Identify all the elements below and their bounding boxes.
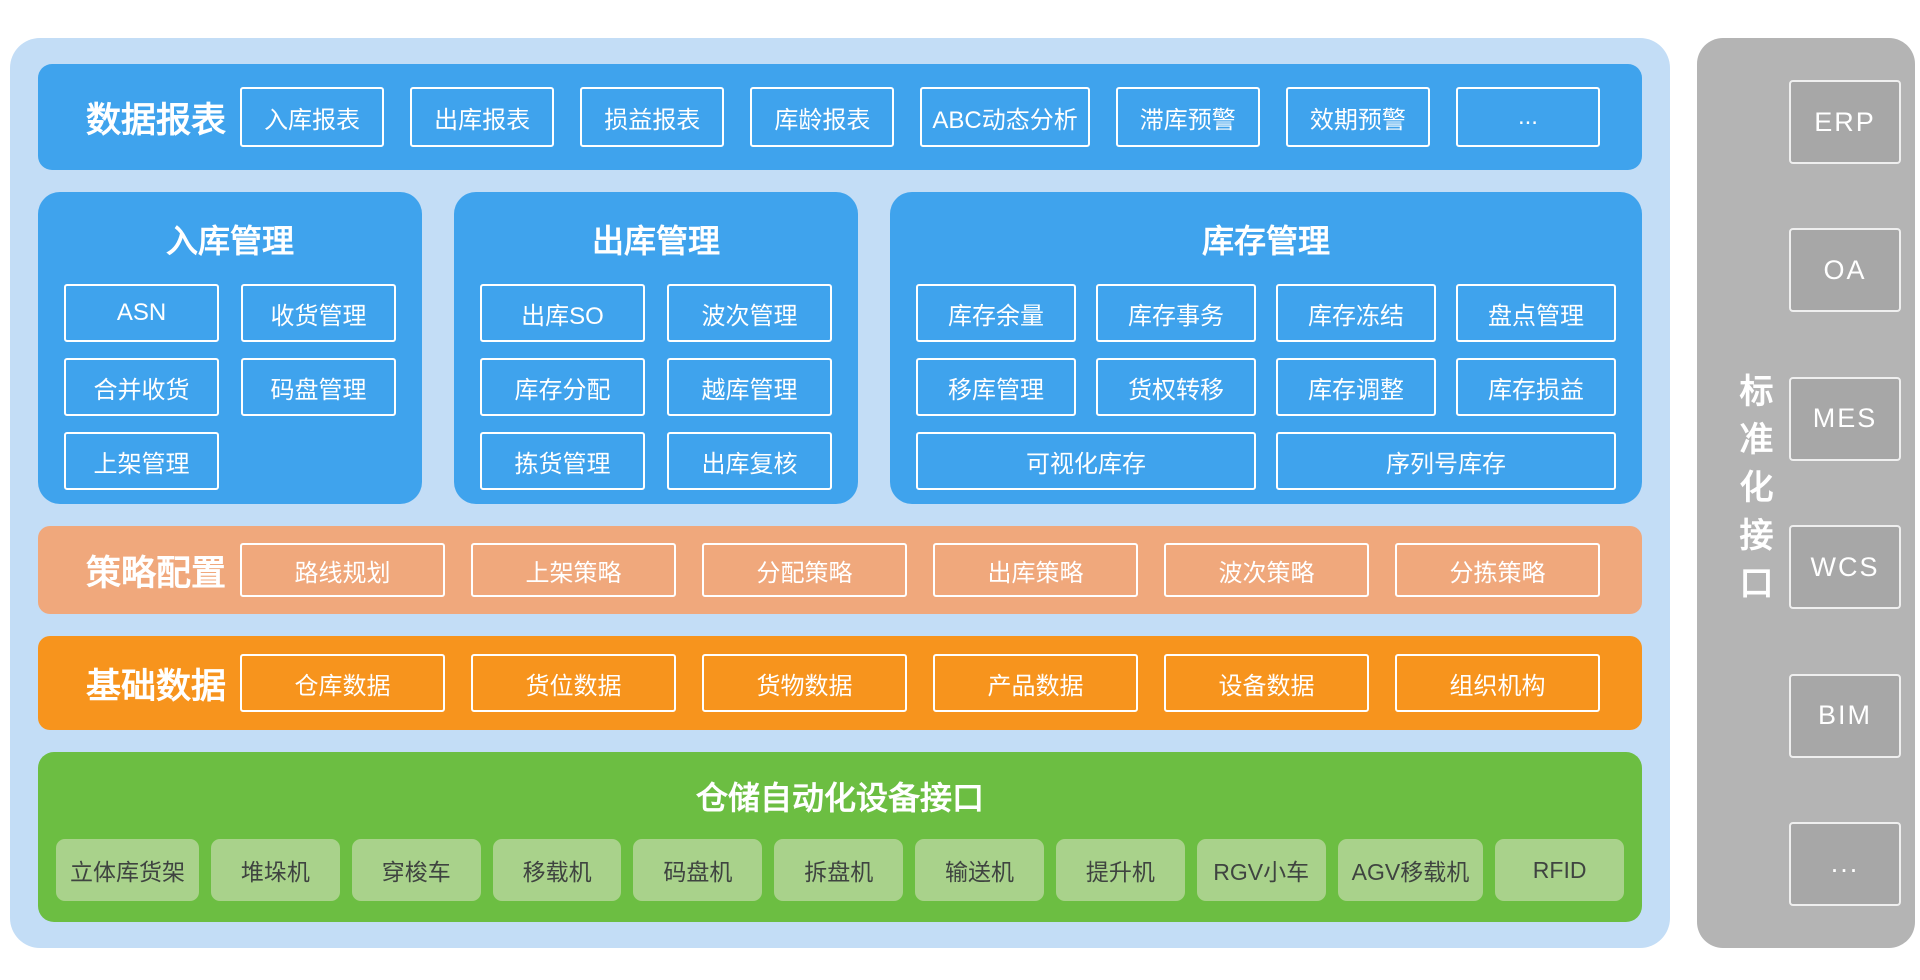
interface-system-box: BIM (1789, 673, 1901, 758)
inventory-module-chip: 移库管理 (916, 358, 1076, 416)
data-report-chip: 滞库预警 (1115, 87, 1260, 147)
data-report-chip: 出库报表 (410, 87, 555, 147)
inventory-module-chip: 库存余量 (916, 284, 1076, 342)
device-chip: 码盘机 (633, 839, 763, 901)
device-chip: 输送机 (915, 839, 1044, 901)
inventory-module-grid: 库存余量库存事务库存冻结盘点管理移库管理货权转移库存调整库存损益 (916, 284, 1616, 416)
data-report-band: 数据报表 入库报表出库报表损益报表库龄报表 ABC动态分析滞库预警效期预警... (38, 64, 1642, 170)
strategy-chip: 上架策略 (471, 543, 677, 597)
inbound-module-chip: ASN (64, 284, 219, 342)
interface-system-box: WCS (1789, 525, 1901, 610)
strategy-chip: 路线规划 (240, 543, 446, 597)
base-data-chip: 仓库数据 (240, 654, 446, 712)
inventory-module-chip: 库存损益 (1456, 358, 1616, 416)
inventory-wide-chip: 可视化库存 (916, 432, 1256, 490)
data-report-chip: 库龄报表 (750, 87, 895, 147)
inbound-module-chip: 码盘管理 (241, 358, 396, 416)
strategy-chip: 波次策略 (1164, 543, 1370, 597)
strategy-chip: 分拣策略 (1395, 543, 1601, 597)
device-chip: RFID (1495, 839, 1625, 901)
interface-system-box: OA (1789, 228, 1901, 313)
device-chip: 拆盘机 (774, 839, 904, 901)
inbound-panel-title: 入库管理 (165, 223, 294, 259)
base-data-chip: 组织机构 (1395, 654, 1601, 712)
inventory-management-panel: 库存管理 库存余量库存事务库存冻结盘点管理移库管理货权转移库存调整库存损益 可视… (890, 192, 1642, 504)
data-report-chip: ABC动态分析 (920, 87, 1090, 147)
interface-system-list: ERP OA MES WCS BIM... (1778, 38, 1915, 948)
outbound-module-chip: 拣货管理 (480, 432, 645, 490)
base-data-chip: 产品数据 (933, 654, 1139, 712)
standard-interface-title: 标准化接口 (1734, 373, 1772, 613)
automation-band-title: 仓储自动化设备接口 (695, 780, 984, 816)
interface-system-box: MES (1789, 376, 1901, 461)
outbound-module-chip: 波次管理 (667, 284, 832, 342)
outbound-panel-title: 出库管理 (591, 223, 720, 259)
inbound-module-chip: 收货管理 (241, 284, 396, 342)
inventory-module-chip: 库存调整 (1276, 358, 1436, 416)
data-report-chip: 入库报表 (240, 87, 385, 147)
base-data-band-title: 基础数据 (86, 666, 227, 706)
interface-system-box: ... (1789, 821, 1901, 906)
device-chip: 立体库货架 (56, 839, 199, 901)
interface-system-box: ERP (1789, 80, 1901, 164)
data-report-chip: 效期预警 (1285, 87, 1430, 147)
outbound-module-chip: 出库SO (480, 284, 645, 342)
base-data-band: 基础数据 仓库数据货位数据货物数据产品数据设备数据组织机构 (38, 636, 1642, 730)
strategy-chip: 分配策略 (702, 543, 908, 597)
strategy-chip-row: 路线规划上架策略分配策略出库策略波次策略分拣策略 (240, 543, 1601, 597)
outbound-module-chip: 越库管理 (667, 358, 832, 416)
device-chip: AGV移载机 (1337, 839, 1484, 901)
inventory-module-chip: 库存冻结 (1276, 284, 1436, 342)
outbound-module-chip: 出库复核 (667, 432, 832, 490)
inventory-wide-row: 可视化库存序列号库存 (916, 432, 1616, 490)
inventory-panel-title: 库存管理 (1201, 223, 1330, 259)
data-report-chip: 损益报表 (580, 87, 725, 147)
base-data-chip: 设备数据 (1164, 654, 1370, 712)
base-data-chip: 货位数据 (471, 654, 677, 712)
device-chip: RGV小车 (1196, 839, 1326, 901)
device-chip: 堆垛机 (211, 839, 340, 901)
inbound-module-grid: ASN 收货管理合并收货码盘管理上架管理 (64, 284, 396, 490)
strategy-band-title: 策略配置 (86, 553, 227, 593)
strategy-chip: 出库策略 (933, 543, 1139, 597)
inventory-module-chip: 库存事务 (1096, 284, 1256, 342)
device-chip: 穿梭车 (351, 839, 481, 901)
inbound-module-chip: 上架管理 (64, 432, 219, 490)
inventory-module-chip: 盘点管理 (1456, 284, 1616, 342)
device-chip: 移载机 (492, 839, 622, 901)
data-report-chip-row: 入库报表出库报表损益报表库龄报表 ABC动态分析滞库预警效期预警... (240, 87, 1601, 147)
outbound-module-grid: 出库SO 波次管理库存分配越库管理拣货管理出库复核 (480, 284, 832, 490)
standard-interface-panel: 标准化接口 ERP OA MES WCS BIM... (1697, 38, 1915, 948)
data-report-chip: ... (1455, 87, 1601, 147)
strategy-config-band: 策略配置 路线规划上架策略分配策略出库策略波次策略分拣策略 (38, 526, 1642, 614)
inbound-management-panel: 入库管理 ASN 收货管理合并收货码盘管理上架管理 (38, 192, 422, 504)
inventory-module-chip: 货权转移 (1096, 358, 1256, 416)
outbound-module-chip: 库存分配 (480, 358, 645, 416)
inbound-module-chip: 合并收货 (64, 358, 219, 416)
inventory-wide-chip: 序列号库存 (1276, 432, 1616, 490)
base-data-chip: 货物数据 (702, 654, 908, 712)
data-report-band-title: 数据报表 (86, 100, 227, 140)
base-data-chip-row: 仓库数据货位数据货物数据产品数据设备数据组织机构 (240, 654, 1601, 712)
device-chip: 提升机 (1055, 839, 1185, 901)
outbound-management-panel: 出库管理 出库SO 波次管理库存分配越库管理拣货管理出库复核 (454, 192, 858, 504)
